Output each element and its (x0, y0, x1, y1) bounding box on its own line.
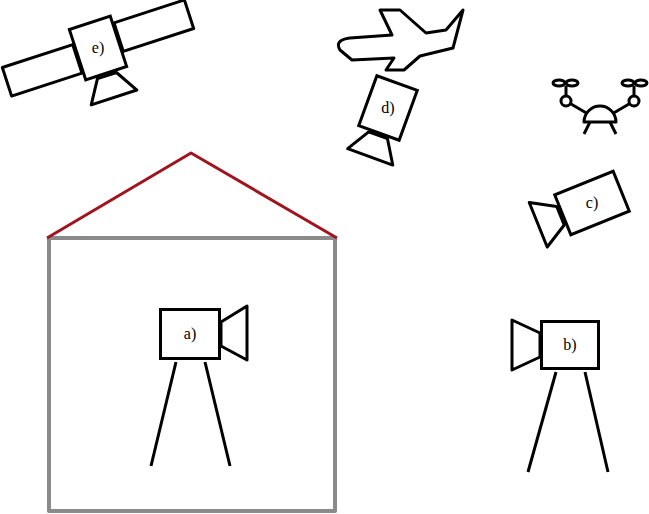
house-roof (47, 153, 337, 238)
camera-body: a) (159, 308, 221, 360)
camera-lens (512, 320, 540, 370)
camera-label: a) (184, 326, 196, 342)
tripod-leg (151, 362, 176, 466)
camera-label: c) (586, 195, 598, 211)
drone (553, 80, 647, 134)
camera-body-outline (555, 171, 630, 234)
camera-lens (221, 306, 247, 360)
camera-body: b) (540, 320, 600, 370)
camera-body: e) (75, 20, 121, 76)
house-wall (49, 238, 335, 511)
camera-label: d) (381, 100, 394, 116)
tripod-leg (585, 372, 608, 472)
camera-label: e) (92, 40, 104, 56)
camera-label: b) (563, 337, 576, 353)
camera-body: c) (559, 180, 625, 226)
camera-body-outline (359, 76, 418, 141)
airplane (338, 10, 463, 70)
tripod-leg (205, 362, 230, 466)
tripod-leg (528, 372, 556, 472)
camera-body-outline (542, 322, 599, 369)
satellite (0, 0, 206, 127)
camera-body-outline (69, 16, 126, 80)
camera-body-outline (161, 310, 220, 359)
camera-body: d) (365, 80, 411, 136)
